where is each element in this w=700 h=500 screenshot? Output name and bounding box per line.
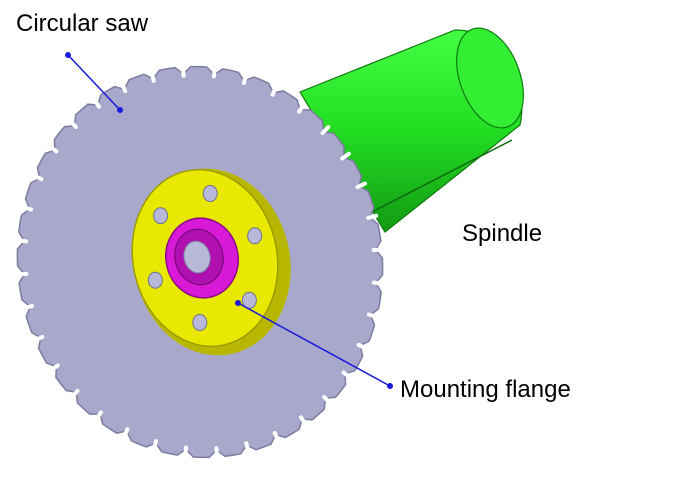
blade-tooth-gullet (272, 430, 281, 443)
blade-tooth-gullet (242, 72, 249, 85)
flange-bolt-hole (192, 314, 208, 331)
flange-bolt-hole (247, 227, 263, 245)
blade-tooth-gullet (49, 363, 60, 373)
blade-tooth-gullet (33, 334, 45, 343)
spindle-label: Spindle (462, 220, 543, 247)
blade-tooth-gullet (149, 70, 156, 83)
blade-tooth-gullet (16, 238, 29, 244)
blade-tooth-gullet (151, 439, 158, 452)
blade-tooth-gullet (47, 144, 59, 154)
blade-tooth-gullet (366, 312, 379, 319)
blade-tooth-gullet (270, 84, 278, 97)
blade-tooth-gullet (212, 65, 217, 79)
blade-tooth-gullet (32, 173, 44, 182)
blade-tooth-gullet (371, 247, 384, 253)
hub-center-hole (183, 240, 211, 274)
blade-tooth-gullet (21, 205, 34, 212)
blade-tooth-gullet (180, 65, 186, 78)
blade-tooth-gullet (94, 410, 103, 422)
blade-tooth-gullet (16, 271, 29, 277)
blade-tooth-gullet (69, 388, 80, 399)
flange-bolt-holes (147, 185, 263, 331)
blade-tooth-gullet (322, 395, 332, 406)
blade-tooth-gullet (183, 445, 188, 459)
blade-tooth-gullet (68, 118, 78, 129)
blade-tooth-gullet (340, 151, 351, 161)
blade-tooth-gullet (297, 102, 306, 114)
flange-bolt-hole (202, 185, 218, 202)
blade-tooth-gullet (299, 415, 308, 427)
circular-saw-label: Circular saw (16, 10, 149, 37)
spindle-seam (371, 139, 513, 213)
spindle-end-cap (456, 27, 524, 129)
mounting-flange-label: Mounting flange (400, 376, 571, 403)
blade-tooth-gullet (371, 280, 384, 286)
blade-tooth-gullet (214, 446, 220, 459)
blade-tooth-gullet (320, 125, 331, 136)
circular-saw-leader-line (65, 52, 123, 113)
blade-tooth-gullet (355, 181, 367, 190)
hub (165, 217, 239, 299)
mounting-flange-leader-line (235, 300, 393, 389)
blade-tooth-gullet (122, 427, 130, 440)
flange-bolt-hole (147, 271, 163, 289)
flange-bolt-hole (153, 207, 169, 225)
blade-tooth-gullet (366, 213, 379, 220)
blade-tooth-gullet (21, 304, 34, 311)
blade-tooth-gullet (244, 441, 251, 454)
